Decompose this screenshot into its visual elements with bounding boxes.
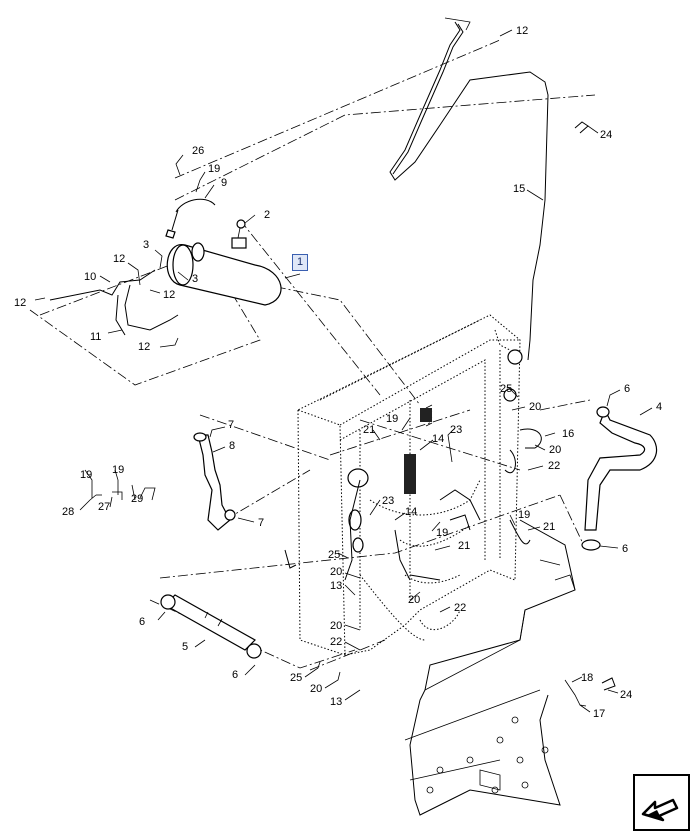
callout-20: 20 bbox=[330, 620, 342, 632]
upper-hose-4 bbox=[581, 406, 658, 551]
hoses-10-11 bbox=[49, 269, 179, 336]
callout-23: 23 bbox=[450, 424, 462, 436]
callout-20: 20 bbox=[529, 401, 541, 413]
callout-23: 23 bbox=[382, 495, 394, 507]
small-parts-27-28-29 bbox=[96, 484, 136, 501]
callout-20: 20 bbox=[549, 444, 561, 456]
callout-14: 14 bbox=[432, 433, 444, 445]
callout-22: 22 bbox=[548, 460, 560, 472]
callout-19: 19 bbox=[436, 527, 448, 539]
callout-25: 25 bbox=[290, 672, 302, 684]
callout-18: 18 bbox=[581, 672, 593, 684]
clip-24-top bbox=[574, 121, 589, 134]
callout-12: 12 bbox=[14, 297, 26, 309]
callout-8: 8 bbox=[229, 440, 235, 452]
callout-19: 19 bbox=[386, 413, 398, 425]
callout-7: 7 bbox=[258, 517, 264, 529]
callout-19: 19 bbox=[518, 509, 530, 521]
callout-25: 25 bbox=[500, 383, 512, 395]
callout-11: 11 bbox=[90, 331, 101, 343]
muffler-1 bbox=[165, 198, 282, 306]
callout-6: 6 bbox=[232, 669, 238, 681]
callout-21: 21 bbox=[458, 540, 470, 552]
callout-22: 22 bbox=[454, 602, 466, 614]
callout-9: 9 bbox=[221, 177, 227, 189]
callout-6: 6 bbox=[139, 616, 145, 628]
callout-7: 7 bbox=[228, 419, 234, 431]
callout-20: 20 bbox=[330, 566, 342, 578]
steel-line-15 bbox=[389, 17, 549, 361]
callout-16: 16 bbox=[562, 428, 574, 440]
clip-24-bottom bbox=[601, 677, 616, 691]
callout-1-highlight[interactable]: 1 bbox=[292, 254, 308, 271]
callout-10: 10 bbox=[84, 271, 96, 283]
leader-lines bbox=[34, 29, 653, 713]
callout-22: 22 bbox=[330, 636, 342, 648]
callout-12: 12 bbox=[113, 253, 125, 265]
callout-25: 25 bbox=[328, 549, 340, 561]
callout-24: 24 bbox=[620, 689, 632, 701]
callout-20: 20 bbox=[408, 594, 420, 606]
back-arrow-button[interactable] bbox=[633, 774, 690, 831]
callout-26: 26 bbox=[192, 145, 204, 157]
callout-5: 5 bbox=[182, 641, 188, 653]
callout-12: 12 bbox=[163, 289, 175, 301]
callout-13: 13 bbox=[330, 696, 342, 708]
callout-17: 17 bbox=[593, 708, 605, 720]
callout-15: 15 bbox=[513, 183, 525, 195]
callout-27: 27 bbox=[98, 501, 110, 513]
callout-29: 29 bbox=[131, 493, 143, 505]
lower-hose-5 bbox=[160, 594, 262, 659]
callout-6: 6 bbox=[622, 543, 628, 555]
callout-2: 2 bbox=[264, 209, 270, 221]
cooling-package bbox=[284, 314, 542, 656]
callout-13: 13 bbox=[330, 580, 342, 592]
callout-21: 21 bbox=[363, 424, 375, 436]
fitting-17-18 bbox=[564, 679, 587, 707]
callout-21: 21 bbox=[543, 521, 555, 533]
callout-28: 28 bbox=[62, 506, 74, 518]
callout-14: 14 bbox=[405, 506, 417, 518]
callout-3: 3 bbox=[143, 239, 149, 251]
callout-6: 6 bbox=[624, 383, 630, 395]
callout-24: 24 bbox=[600, 129, 612, 141]
callout-19: 19 bbox=[208, 163, 220, 175]
callout-4: 4 bbox=[656, 401, 662, 413]
hose-8 bbox=[193, 432, 236, 531]
callout-20: 20 bbox=[310, 683, 322, 695]
lower-frame bbox=[404, 519, 576, 816]
callout-19: 19 bbox=[80, 469, 92, 481]
back-arrow-icon bbox=[641, 798, 679, 822]
callout-12: 12 bbox=[138, 341, 150, 353]
callout-12: 12 bbox=[516, 25, 528, 37]
callout-3: 3 bbox=[192, 273, 198, 285]
callout-labels: 12 24 15 26 19 9 2 3 3 12 12 10 12 11 12… bbox=[14, 25, 662, 720]
callout-19: 19 bbox=[112, 464, 124, 476]
